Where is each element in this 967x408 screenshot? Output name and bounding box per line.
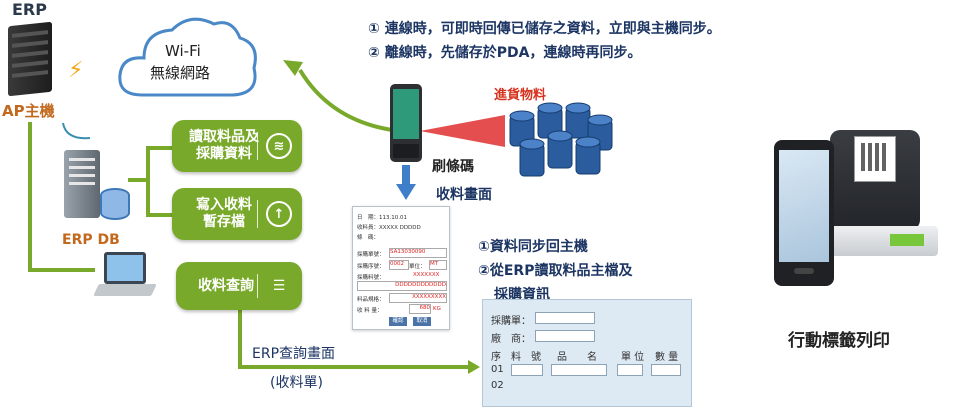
qr-label-icon: [854, 136, 896, 182]
search-list-icon: ☰: [272, 277, 286, 294]
query-receive-label: 收料查詢: [198, 277, 254, 294]
form-spec-field[interactable]: XXXXXXXXX: [389, 293, 447, 303]
form-unit-label: 單位：: [409, 264, 426, 270]
wifi-label-line1: Wi-Fi: [165, 42, 201, 60]
upload-icon: ↑: [266, 201, 292, 227]
col-seq: 序: [491, 352, 501, 363]
pda-to-wifi-line: [298, 68, 393, 132]
row-01-name[interactable]: [551, 364, 607, 376]
read-master-line1: 讀取料品及: [189, 129, 259, 145]
pda-receive-form: 日 期：113.10.01 收料員：XXXXX DDDDD 條 碼： 採購單號：…: [352, 206, 450, 330]
scan-label: 刷條碼: [432, 159, 474, 175]
col-part-no: 料 號: [511, 352, 541, 363]
label-printer-icon: [820, 130, 940, 260]
wifi-arrowhead: [283, 60, 303, 76]
note-offline: ② 離線時，先儲存於PDA，連線時再同步。: [368, 45, 642, 61]
wifi-label-line2: 無線網路: [150, 64, 211, 82]
form-po-item-label: 採購序號：: [357, 264, 385, 270]
lightning-icon: ⚡: [68, 58, 84, 83]
row-01-qty[interactable]: [651, 364, 681, 376]
erp-label: ERP: [12, 0, 47, 19]
po-query-form: 採購單： 廠 商： 序 料 號 品 名 單 位 數 量 01 02: [482, 299, 692, 407]
form-po-no-field[interactable]: SA13030090: [389, 248, 447, 258]
col-name: 品 名: [557, 352, 597, 363]
scan-beam: [420, 115, 505, 147]
form-material-field[interactable]: DDDDDDDDDDDD: [357, 281, 447, 291]
laptop-icon: [93, 252, 157, 302]
vendor-label: 廠 商：: [491, 334, 531, 345]
col-qty: 數 量: [655, 352, 679, 363]
erp-query-sub: (收料單): [270, 375, 323, 391]
form-qty-unit: KG: [433, 306, 441, 312]
erp-query-label: ERP查詢畫面: [252, 346, 336, 362]
vendor-input[interactable]: [535, 330, 595, 342]
query-to-erp-line: [238, 305, 468, 369]
po-label: 採購單：: [491, 316, 531, 327]
form-po-item-field[interactable]: 0002: [389, 260, 409, 270]
host-to-db-line: [62, 122, 91, 140]
db-server-icon: [64, 150, 100, 218]
form-date: 日 期：113.10.01: [357, 215, 407, 221]
database-icon: [100, 188, 130, 220]
ap-host-label: AP主機: [2, 102, 55, 120]
form-barcode-label: 條 碼：: [357, 235, 380, 241]
sync-note-2: ②從ERP讀取料品主檔及: [478, 263, 633, 279]
note-online: ① 連線時，可即時回傳已儲存之資料，立即與主機同步。: [368, 21, 721, 37]
read-master-line2: 採購資料: [196, 146, 252, 162]
form-material-label: 採購料號：: [357, 275, 385, 281]
form-confirm-button[interactable]: 確認: [389, 317, 407, 326]
wifi-cloud-icon: [118, 17, 257, 97]
mobile-print-label: 行動標籤列印: [788, 331, 890, 351]
row-01: 01: [491, 364, 504, 375]
query-receive-button[interactable]: 收料查詢 ☰: [176, 262, 302, 310]
row-01-unit[interactable]: [617, 364, 643, 376]
erp-arrowhead: [468, 360, 480, 374]
row-02: 02: [491, 380, 504, 391]
form-unit-field[interactable]: MT: [429, 260, 447, 270]
form-qty-label: 收 料 量：: [357, 308, 383, 314]
pda-down-arrow-head: [396, 184, 416, 200]
pda-device-icon: [390, 84, 422, 162]
form-cancel-button[interactable]: 取消: [413, 317, 431, 326]
form-spec-label: 料品規格：: [357, 297, 385, 303]
write-receive-line2: 暫存檔: [203, 214, 245, 230]
ap-to-laptop-line: [28, 122, 95, 272]
server-icon: [8, 21, 52, 97]
form-qty-field[interactable]: 680: [409, 304, 431, 314]
layers-icon: ≋: [266, 133, 292, 159]
read-master-button[interactable]: 讀取料品及採購資料 ≋: [172, 120, 302, 172]
erp-db-label: ERP DB: [62, 232, 120, 248]
form-material-value1: XXXXXXX: [413, 272, 440, 278]
form-receiver: 收料員：XXXXX DDDDD: [357, 225, 421, 231]
sync-note-1: ①資料同步回主機: [478, 239, 588, 255]
col-unit: 單 位: [621, 352, 645, 363]
db-to-buttons-line: [128, 146, 172, 217]
handheld-phone-icon: [774, 140, 834, 286]
receive-screen-label: 收料畫面: [436, 187, 492, 203]
row-01-part[interactable]: [511, 364, 543, 376]
pda-down-arrow-shaft: [402, 165, 410, 185]
form-po-no-label: 採購單號：: [357, 252, 385, 258]
barrels-icon: [509, 102, 613, 177]
write-receive-button[interactable]: 寫入收料暫存檔 ↑: [172, 188, 302, 240]
incoming-label: 進貨物料: [494, 88, 547, 103]
po-input[interactable]: [535, 312, 595, 324]
write-receive-line1: 寫入收料: [196, 197, 252, 213]
